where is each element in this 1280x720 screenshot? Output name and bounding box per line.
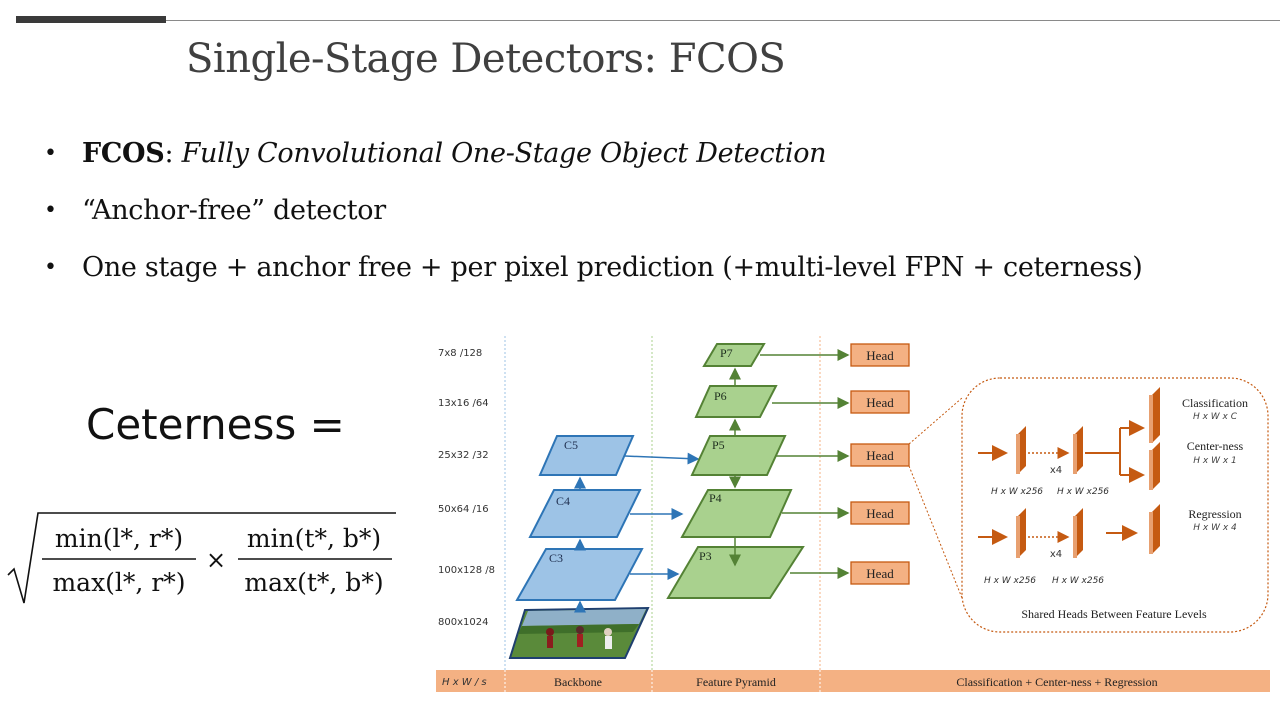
feature-block [1073,426,1083,474]
output-dim: H x W x C [1193,412,1238,422]
footer-pyramid-label: Feature Pyramid [696,675,776,689]
bullet-sep: : [164,138,182,169]
head-label: Head [866,348,894,363]
repeat-label: x4 [1050,549,1062,560]
bullet-text: “Anchor-free” detector [82,195,386,226]
head-box [850,561,910,585]
pyramid-label: P7 [720,346,733,360]
scale-label: 13x16 /64 [438,398,489,409]
dim-label: H x W x256 [1052,576,1104,586]
title-accent-bar [16,16,166,23]
pyramid-label: P5 [712,438,725,452]
bullet-list: • FCOS: Fully Convolutional One-Stage Obj… [44,134,1143,305]
bullet-item: • “Anchor-free” detector [44,191,1142,248]
formula-num1: min(l*, r*) [55,524,183,553]
formula-den2: max(t*, b*) [244,568,383,597]
output-name: Classification [1182,396,1248,410]
scale-label: 100x128 /8 [438,565,495,576]
feature-block [1016,508,1026,558]
bullet-dot-icon: • [44,255,57,280]
backbone-label: C3 [549,551,563,565]
head-box [850,390,910,414]
scale-label: 50x64 /16 [438,504,489,515]
scale-label: 800x1024 [438,617,488,628]
scale-label: 25x32 /32 [438,450,489,461]
bullet-bold: FCOS [82,138,165,169]
slide-title: Single-Stage Detectors: FCOS [186,36,786,82]
panel-caption: Shared Heads Between Feature Levels [1021,607,1207,621]
output-dim: H x W x 4 [1193,523,1237,533]
pyramid-level-p7: P7 [702,343,766,367]
lateral-arrow [624,452,700,465]
pyramid-label: P4 [709,491,722,505]
output-dim: H x W x 1 [1193,456,1237,466]
footer-hw-label: H x W / s [442,677,487,688]
ceterness-label: Ceterness = [86,400,345,449]
shared-head-panel [961,377,1269,633]
bullet-item: • FCOS: Fully Convolutional One-Stage Obj… [44,134,1142,191]
bullet-item: • One stage + anchor free + per pixel pre… [44,248,1143,305]
dim-label: H x W x256 [991,487,1043,497]
input-image [508,606,650,659]
centerness-output [1149,442,1160,490]
backbone-level-c5: C5 [538,435,635,476]
branch-arrows [1085,427,1143,476]
backbone-label: C5 [564,438,578,452]
pyramid-level-p6: P6 [694,385,778,418]
scale-label: 7x8 /128 [438,348,482,359]
backbone-level-c4: C4 [528,489,642,538]
bullet-dot-icon: • [44,198,57,223]
sqrt-symbol [7,512,396,604]
head-box [850,343,910,367]
head-label: Head [866,566,894,581]
classification-output [1149,387,1160,443]
title-rule [166,20,1280,21]
footer-heads-label: Classification + Center-ness + Regressio… [956,675,1157,689]
backbone-level-c3: C3 [515,548,644,601]
bullet-italic: Fully Convolutional One-Stage Object Det… [181,138,827,169]
repeat-label: x4 [1050,465,1062,476]
footer-band [436,670,1270,692]
footer-backbone-label: Backbone [554,675,602,689]
head-box [850,443,910,467]
zoom-line [908,465,963,599]
bullet-text: One stage + anchor free + per pixel pred… [82,252,1143,283]
head-box [850,501,910,525]
formula-num2: min(t*, b*) [247,524,381,553]
bullet-dot-icon: • [44,141,57,166]
backbone-label: C4 [556,494,570,508]
formula-times: × [206,546,226,574]
pyramid-label: P3 [699,549,712,563]
zoom-line [908,397,963,445]
feature-block [1016,426,1026,474]
pyramid-level-p3: P3 [666,546,805,599]
fcos-architecture-diagram: 7x8 /128 13x16 /64 25x32 /32 50x64 /16 1… [436,336,1270,692]
centerness-formula: min(l*, r*) max(l*, r*) × min(t*, b*) ma… [7,512,396,604]
formula-den1: max(l*, r*) [52,568,185,597]
head-label: Head [866,395,894,410]
pyramid-label: P6 [714,389,727,403]
pyramid-level-p5: P5 [690,435,787,476]
pyramid-level-p4: P4 [680,489,793,538]
regression-output [1149,504,1160,554]
output-name: Regression [1188,507,1241,521]
dim-label: H x W x256 [1057,487,1109,497]
dim-label: H x W x256 [984,576,1036,586]
head-label: Head [866,506,894,521]
feature-block [1073,508,1083,558]
head-label: Head [866,448,894,463]
output-name: Center-ness [1187,439,1244,453]
